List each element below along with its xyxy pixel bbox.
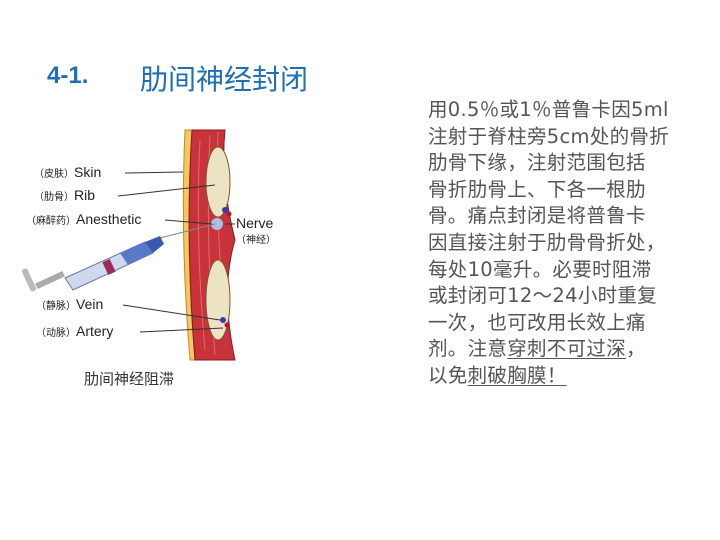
text: 剂。注意 bbox=[428, 337, 508, 361]
slide-title: 肋间神经封闭 bbox=[140, 63, 309, 96]
body-line: 用0.5％或1％普鲁卡因5ml bbox=[428, 98, 669, 121]
body-line: 一次，也可改用长效上痛 bbox=[428, 310, 646, 334]
label-skin: （皮肤）Skin bbox=[34, 164, 102, 180]
warning-text: 刺破胸膜！ bbox=[467, 363, 567, 387]
label-nerve: Nerve bbox=[236, 215, 274, 231]
slide-number: 4-1. bbox=[47, 62, 89, 89]
body-line: 骨。痛点封闭是将普鲁卡 bbox=[428, 204, 646, 228]
body-line: 以免刺破胸膜！ bbox=[428, 363, 669, 390]
syringe-icon bbox=[21, 223, 216, 292]
body-line: 骨折肋骨上、下各一根肋 bbox=[428, 177, 646, 201]
text: 以免 bbox=[428, 363, 468, 387]
body-line: 注射于脊柱旁5cm处的骨折 bbox=[428, 124, 670, 148]
label-anesthetic: （麻醉药）Anesthetic bbox=[26, 211, 142, 227]
label-vein: （静脉）Vein bbox=[36, 296, 104, 312]
anesthetic-spot bbox=[211, 218, 223, 230]
body-line: 或封闭可12～24小时重复 bbox=[428, 284, 658, 308]
text: ， bbox=[626, 337, 646, 361]
body-line: 肋骨下缘，注射范围包括 bbox=[428, 151, 646, 175]
label-nerve-cn: （神经） bbox=[236, 235, 276, 246]
warning-text: 穿刺不可过深 bbox=[507, 337, 627, 361]
label-artery: （动脉）Artery bbox=[36, 323, 114, 339]
body-line: 剂。注意穿刺不可过深， bbox=[428, 336, 669, 363]
figure-caption: 肋间神经阻滞 bbox=[84, 370, 175, 388]
rib-upper bbox=[205, 146, 231, 218]
label-rib: （肋骨）Rib bbox=[34, 187, 96, 203]
body-line: 因直接注射于肋骨骨折处， bbox=[428, 230, 666, 254]
body-text: 用0.5％或1％普鲁卡因5ml 注射于脊柱旁5cm处的骨折 肋骨下缘，注射范围包… bbox=[428, 97, 669, 390]
body-line: 每处10毫升。必要时阻滞 bbox=[428, 257, 652, 281]
anatomy-drawing bbox=[21, 129, 236, 361]
intercostal-nerve-block-illustration: （皮肤）Skin （肋骨）Rib （麻醉药）Anesthetic Nerve （… bbox=[20, 120, 300, 390]
